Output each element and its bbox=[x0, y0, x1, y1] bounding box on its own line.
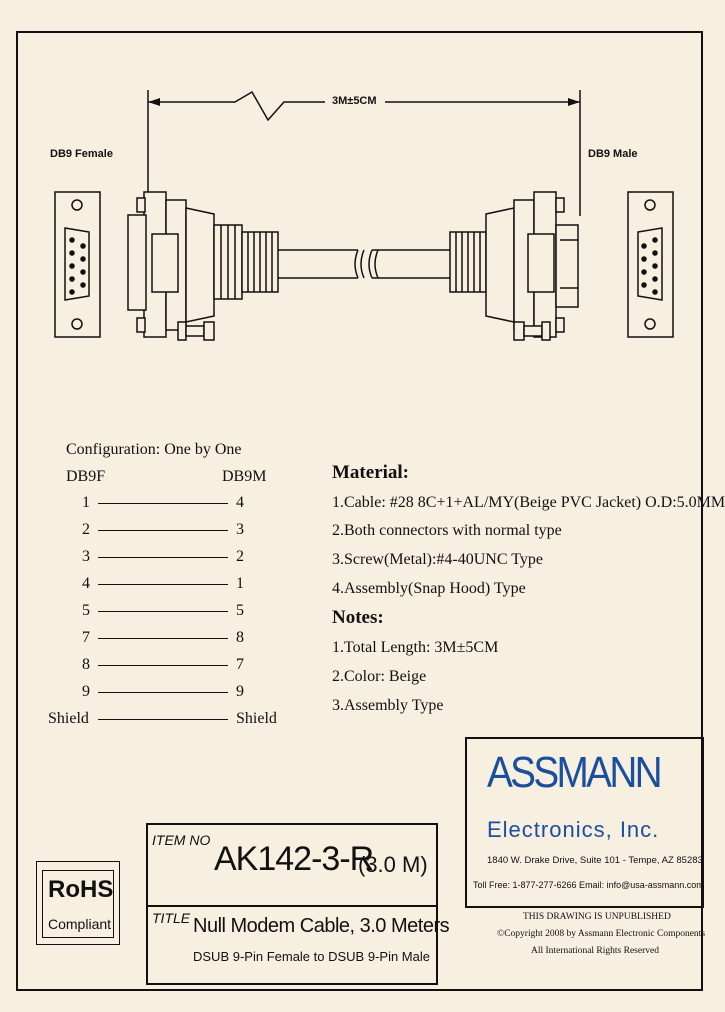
pin-right: 2 bbox=[236, 548, 244, 565]
dimension-line-left bbox=[148, 90, 325, 122]
wire-line bbox=[98, 638, 228, 639]
company-block bbox=[465, 737, 704, 908]
rohs-badge-outer bbox=[36, 861, 120, 945]
pin-left: 4 bbox=[82, 575, 90, 592]
drawing-frame bbox=[16, 31, 703, 991]
title-block-divider bbox=[146, 905, 438, 907]
material-item: 3.Screw(Metal):#4-40UNC Type bbox=[332, 551, 543, 568]
material-item: 4.Assembly(Snap Hood) Type bbox=[332, 580, 526, 597]
dimension-arrow-left bbox=[148, 98, 160, 106]
product-subtitle: DSUB 9-Pin Female to DSUB 9-Pin Male bbox=[193, 949, 430, 964]
pin-left: 1 bbox=[82, 494, 90, 511]
wire-line bbox=[98, 557, 228, 558]
pin-left: 5 bbox=[82, 602, 90, 619]
company-subname: Electronics, Inc. bbox=[487, 817, 660, 842]
pin-left: 8 bbox=[82, 656, 90, 673]
pin-right: 1 bbox=[236, 575, 244, 592]
company-address: 1840 W. Drake Drive, Suite 101 - Tempe, … bbox=[487, 855, 703, 866]
notice-rights: All International Rights Reserved bbox=[531, 946, 659, 956]
db9m-header: DB9M bbox=[222, 468, 267, 485]
notice-unpublished: THIS DRAWING IS UNPUBLISHED bbox=[523, 912, 671, 922]
copyright-text: Copyright 2008 by Assmann Electronic Com… bbox=[504, 929, 706, 939]
pin-right: 3 bbox=[236, 521, 244, 538]
db9-male-label: DB9 Male bbox=[588, 148, 638, 160]
product-title: Null Modem Cable, 3.0 Meters bbox=[193, 915, 450, 937]
pin-left: 7 bbox=[82, 629, 90, 646]
notes-item: 1.Total Length: 3M±5CM bbox=[332, 639, 499, 656]
pin-right: 4 bbox=[236, 494, 244, 511]
wire-line bbox=[98, 584, 228, 585]
notes-item: 2.Color: Beige bbox=[332, 668, 427, 685]
rohs-badge bbox=[42, 870, 114, 938]
wire-line bbox=[98, 665, 228, 666]
pin-right: 7 bbox=[236, 656, 244, 673]
company-logo: ASSMANN bbox=[487, 748, 663, 797]
pin-left: 9 bbox=[82, 683, 90, 700]
pin-right: Shield bbox=[236, 710, 277, 727]
title-block bbox=[146, 823, 438, 985]
material-item: 1.Cable: #28 8C+1+AL/MY(Beige PVC Jacket… bbox=[332, 494, 725, 511]
item-length: (3.0 M) bbox=[358, 852, 428, 877]
db9-female-side-view bbox=[127, 191, 279, 341]
material-heading: Material: bbox=[332, 462, 410, 483]
material-item: 2.Both connectors with normal type bbox=[332, 522, 562, 539]
db9-male-end-view bbox=[627, 191, 674, 338]
db9f-header: DB9F bbox=[66, 468, 106, 485]
wire-line bbox=[98, 611, 228, 612]
copyright-icon: © bbox=[497, 929, 505, 939]
item-number: AK142-3-R bbox=[214, 840, 374, 878]
pin-right: 8 bbox=[236, 629, 244, 646]
notes-item: 3.Assembly Type bbox=[332, 697, 444, 714]
rohs-label: RoHS bbox=[48, 876, 114, 903]
notice-copyright: ©Copyright 2008 by Assmann Electronic Co… bbox=[497, 929, 705, 939]
pin-right: 9 bbox=[236, 683, 244, 700]
pin-left: 3 bbox=[82, 548, 90, 565]
wire-line bbox=[98, 503, 228, 504]
wire-line bbox=[98, 530, 228, 531]
db9-male-side-view bbox=[449, 191, 579, 341]
rohs-sub: Compliant bbox=[48, 916, 112, 932]
configuration-label: Configuration: One by One bbox=[66, 441, 242, 458]
db9-female-end-view bbox=[54, 191, 101, 338]
pin-left: 2 bbox=[82, 521, 90, 538]
db9-female-label: DB9 Female bbox=[50, 148, 113, 160]
length-label: 3M±5CM bbox=[332, 95, 377, 107]
wire-line bbox=[98, 692, 228, 693]
wire-line bbox=[98, 719, 228, 720]
pin-right: 5 bbox=[236, 602, 244, 619]
cable-body bbox=[278, 249, 450, 279]
dimension-arrow-right bbox=[568, 98, 580, 106]
notes-heading: Notes: bbox=[332, 607, 384, 628]
company-contact: Toll Free: 1-877-277-6266 Email: info@us… bbox=[473, 880, 704, 890]
item-no-label: ITEM NO bbox=[152, 832, 211, 848]
pin-left: Shield bbox=[48, 710, 89, 727]
title-label: TITLE bbox=[152, 910, 191, 926]
